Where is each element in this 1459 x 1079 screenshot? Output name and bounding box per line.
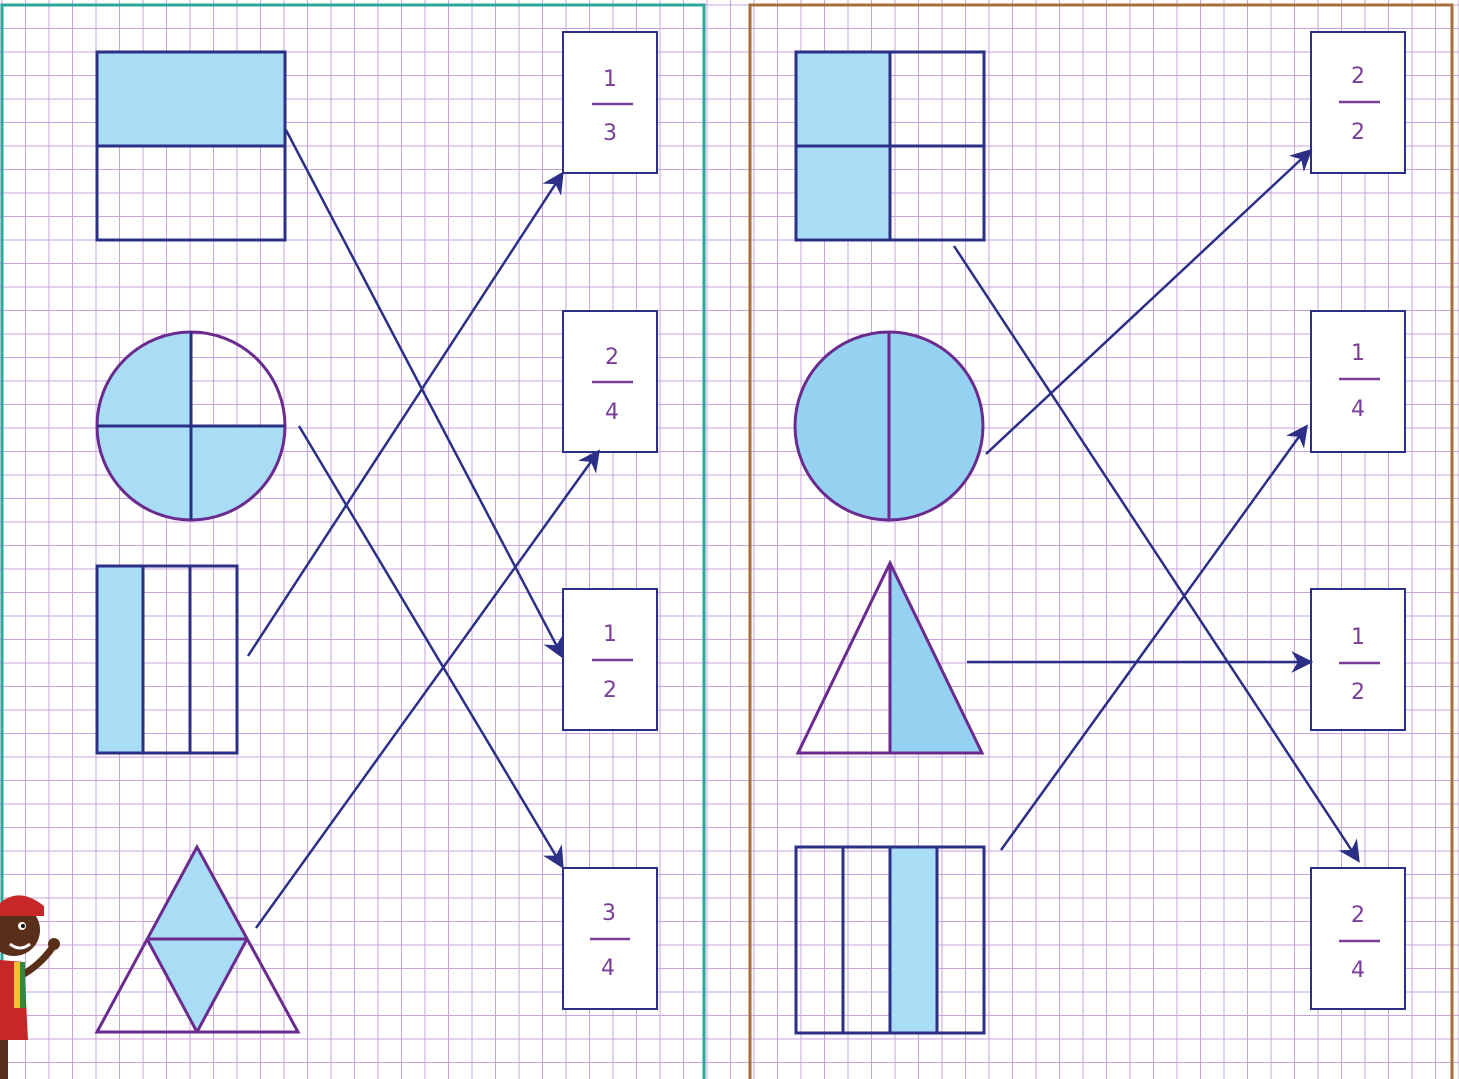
- left-fraction-3-denominator: 2: [603, 678, 617, 703]
- left-fraction-4-denominator: 4: [601, 956, 615, 981]
- right-arrow-circle-to-2-2: [986, 151, 1310, 454]
- left-shape-circle-quarters: [97, 332, 285, 520]
- right-matching-arrows: [954, 151, 1358, 860]
- right-shape-circle-halves: [795, 332, 983, 520]
- right-fraction-3-numerator: 1: [1351, 625, 1365, 650]
- left-fraction-4-numerator: 3: [602, 901, 616, 926]
- left-fraction-card-4: 3 4: [563, 868, 657, 1009]
- right-fraction-2-denominator: 4: [1351, 397, 1365, 422]
- right-fraction-4-numerator: 2: [1351, 903, 1365, 928]
- left-fraction-card-1: 1 3: [563, 32, 657, 173]
- right-fraction-card-4: 2 4: [1311, 868, 1405, 1009]
- right-fraction-2-numerator: 1: [1351, 341, 1365, 366]
- right-fraction-card-1: 2 2: [1311, 32, 1405, 173]
- left-arrow-rectangle-halves-to-1-2: [286, 130, 562, 656]
- right-shape-rectangle-quarters: [796, 52, 984, 240]
- left-arrow-circle-to-3-4: [299, 426, 562, 866]
- left-fraction-3-numerator: 1: [603, 622, 617, 647]
- left-fraction-1-numerator: 1: [603, 67, 617, 92]
- cartoon-child-waving-icon: [0, 895, 60, 1079]
- right-fraction-card-3: 1 2: [1311, 589, 1405, 730]
- right-fraction-3-denominator: 2: [1351, 680, 1365, 705]
- left-matching-arrows: [248, 130, 598, 928]
- right-arrow-quarters-to-2-4: [954, 246, 1358, 860]
- left-fraction-card-2: 2 4: [563, 311, 657, 452]
- right-fraction-1-denominator: 2: [1351, 120, 1365, 145]
- left-shape-rectangle-halves: [97, 52, 285, 240]
- right-fraction-card-2: 1 4: [1311, 311, 1405, 452]
- right-fraction-4-denominator: 4: [1351, 958, 1365, 983]
- right-fraction-1-numerator: 2: [1351, 64, 1365, 89]
- left-fraction-2-numerator: 2: [605, 345, 619, 370]
- left-fraction-card-3: 1 2: [563, 589, 657, 730]
- left-fraction-1-denominator: 3: [603, 121, 617, 146]
- left-fraction-2-denominator: 4: [605, 400, 619, 425]
- right-shape-triangle-halves: [798, 563, 982, 753]
- left-arrow-thirds-to-1-3: [248, 174, 562, 656]
